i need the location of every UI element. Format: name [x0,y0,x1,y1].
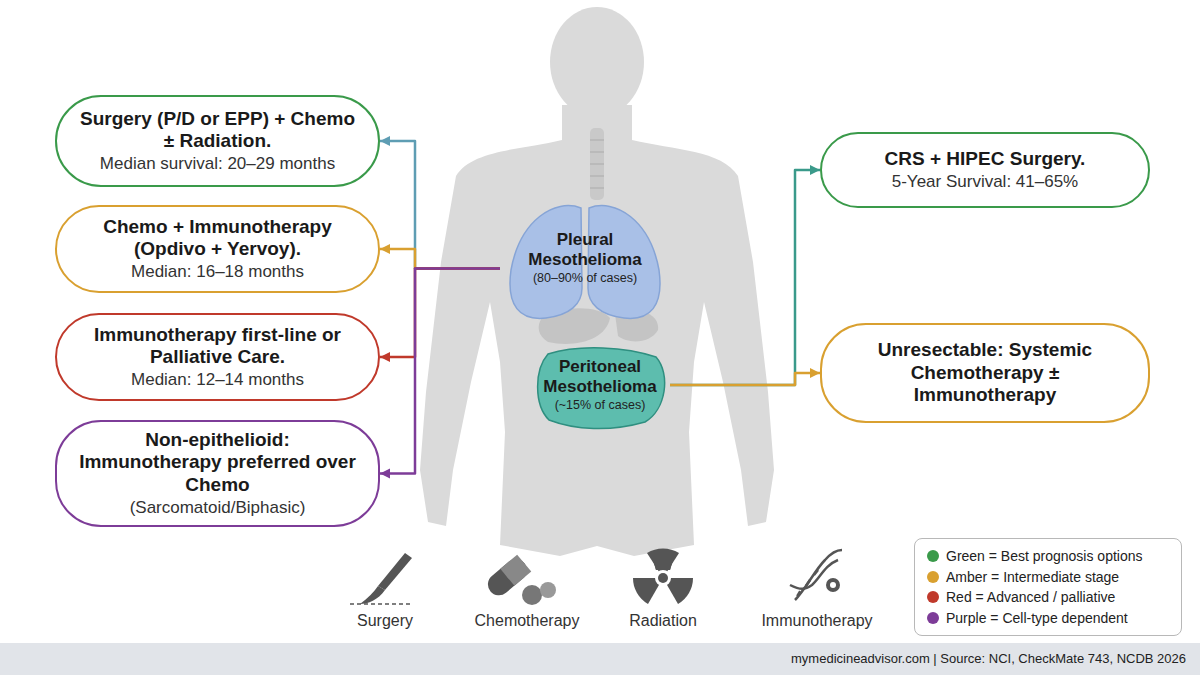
legend-text: Amber = Intermediate stage [946,569,1119,585]
treatment-box: Chemo + Immunotherapy (Opdivo + Yervoy).… [55,205,380,293]
node-detail: (Sarcomatoid/Biphasic) [130,498,306,518]
node-detail: (80–90% of cases) [533,271,637,286]
connector-arrow [380,244,500,269]
node-detail: 5-Year Survival: 41–65% [892,172,1079,192]
pills-icon [483,555,556,605]
legend-text: Purple = Cell-type dependent [946,610,1128,626]
legend-row: Purple = Cell-type dependent [927,610,1169,626]
connector-line [380,269,500,358]
node-heading: Chemo + Immunotherapy (Opdivo + Yervoy). [73,216,362,261]
connector-arrow [380,269,500,479]
connector-arrow [380,136,500,269]
arrow-head [810,368,820,378]
arrow-head [380,469,390,479]
dna-icon [790,550,842,600]
treatment-box: Unresectable: Systemic Chemotherapy ± Im… [820,323,1150,423]
node-detail: Median: 16–18 months [131,262,304,282]
arrow-head [810,165,820,175]
legend-swatch [927,591,939,603]
pleural-organ: Pleural Mesothelioma(80–90% of cases) [500,190,670,325]
trachea-rings [590,140,604,188]
legend-row: Green = Best prognosis options [927,548,1169,564]
legend-text: Red = Advanced / palliative [946,589,1115,605]
legend-swatch [927,550,939,562]
node-detail: Median: 12–14 months [131,370,304,390]
treatment-label: Surgery [357,612,413,630]
legend-row: Red = Advanced / palliative [927,589,1169,605]
source-footer: mymedicineadvisor.com | Source: NCI, Che… [791,651,1186,666]
connector-line [380,141,500,269]
trachea [590,128,604,200]
torso-shape [420,105,774,556]
node-detail: Median survival: 20–29 months [100,154,335,174]
node-detail: (~15% of cases) [555,398,646,413]
connector-arrow [380,269,500,363]
radiation-icon [633,548,693,605]
node-heading: Peritoneal Mesothelioma [530,357,670,397]
node-heading: CRS + HIPEC Surgery. [885,148,1086,170]
treatment-box: Non-epithelioid: Immunotherapy preferred… [55,420,380,527]
node-heading: Non-epithelioid: Immunotherapy preferred… [73,429,362,496]
node-heading: Surgery (P/D or EPP) + Chemo ± Radiation… [73,108,362,153]
legend-box: Green = Best prognosis optionsAmber = In… [914,538,1182,636]
connector-arrow [670,368,820,385]
arrow-head [380,244,390,254]
connector-line [380,249,500,269]
legend-text: Green = Best prognosis options [946,548,1143,564]
connector-line [670,170,820,385]
head-shape [550,7,644,117]
treatment-box: Surgery (P/D or EPP) + Chemo ± Radiation… [55,95,380,187]
node-heading: Immunotherapy first-line or Palliative C… [73,324,362,369]
connector-line [670,373,820,385]
treatment-box: CRS + HIPEC Surgery.5-Year Survival: 41–… [820,132,1150,208]
scalpel-icon [350,553,412,604]
connector-arrow [670,165,820,385]
node-heading: Unresectable: Systemic Chemotherapy ± Im… [838,339,1132,406]
node-heading: Pleural Mesothelioma [500,230,670,270]
arrow-head [380,352,390,362]
peritoneal-organ: Peritoneal Mesothelioma(~15% of cases) [530,340,670,430]
connector-line [380,269,500,474]
legend-swatch [927,571,939,583]
arrow-head [380,136,390,146]
legend-row: Amber = Intermediate stage [927,569,1169,585]
treatment-label: Immunotherapy [761,612,872,630]
treatment-label: Chemotherapy [475,612,580,630]
treatment-label: Radiation [629,612,697,630]
legend-swatch [927,612,939,624]
treatment-box: Immunotherapy first-line or Palliative C… [55,313,380,401]
